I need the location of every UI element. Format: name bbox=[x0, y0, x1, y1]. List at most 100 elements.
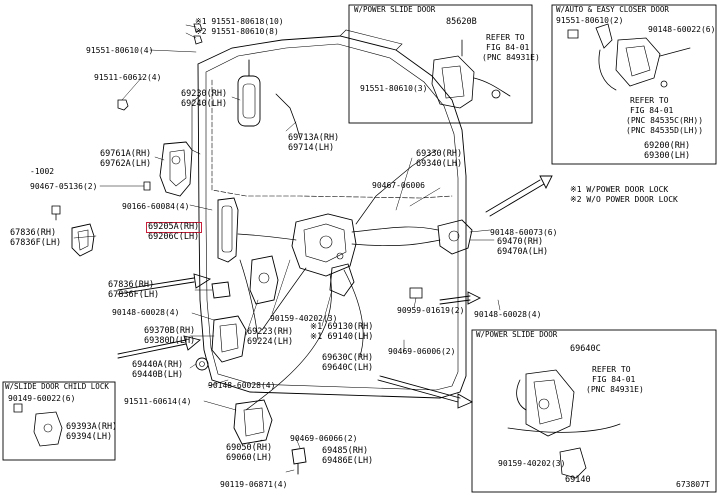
label-n11a: 67836(RH) bbox=[10, 228, 57, 238]
label-n5a: 69230(RH) bbox=[181, 89, 228, 99]
label-n32a: 69485(RH) bbox=[322, 446, 369, 456]
label-n17: 90148-60028(4) bbox=[474, 310, 542, 319]
inset-slide-top-ref3: (PNC 84931E) bbox=[482, 53, 540, 62]
inside-handle-cover bbox=[159, 141, 193, 197]
label-n9: 90467-05136(2) bbox=[30, 182, 98, 191]
inset-child-lock-drawing bbox=[13, 403, 63, 447]
inset-slide-top-bolt: 91551-80610(3) bbox=[360, 84, 428, 93]
label-n23b: 69380D(LH) bbox=[144, 336, 196, 346]
label-n16b: 69470A(LH) bbox=[497, 247, 549, 257]
inset-closer-bolt1: 91551-80610(2) bbox=[556, 16, 624, 25]
inset-slide-bottom-ref3: (PNC 84931E) bbox=[586, 385, 644, 394]
door-outline bbox=[191, 29, 467, 399]
lower-lock-69050 bbox=[233, 399, 273, 445]
inset-slide-top-ref2: FIG 84-01 bbox=[486, 43, 530, 52]
label-n31a: 69050(RH) bbox=[226, 443, 273, 453]
label-n1: ※1 91551-80618(10) bbox=[195, 17, 284, 26]
inset-child-lock-title: W/SLIDE DOOR CHILD LOCK bbox=[5, 382, 109, 391]
lock-69223 bbox=[249, 255, 279, 305]
label-n26a: 69630C(RH) bbox=[322, 353, 374, 363]
inset-slide-bottom-ref2: FIG 84-01 bbox=[592, 375, 636, 384]
label-n24b: 69224(LH) bbox=[247, 337, 294, 347]
inset-closer-title: W/AUTO & EASY CLOSER DOOR bbox=[556, 5, 669, 14]
label-n23a: 69370B(RH) bbox=[144, 326, 196, 336]
label-n11b: 67836F(LH) bbox=[10, 238, 62, 248]
label-n24a: 69223(RH) bbox=[247, 327, 294, 337]
inset-closer-bolt2: 90148-60022(6) bbox=[648, 25, 716, 34]
label-n21b: ※1 69140(LH) bbox=[310, 332, 374, 342]
label-n26b: 69640C(LH) bbox=[322, 363, 374, 373]
label-n4: 91511-60612(4) bbox=[94, 73, 162, 82]
inset-closer-ref3: (PNC 84535C(RH)) bbox=[626, 116, 704, 125]
door-lock-remote bbox=[291, 213, 357, 277]
label-n3: 91551-80610(4) bbox=[86, 46, 154, 55]
direction-arrows bbox=[117, 175, 553, 409]
inset-slide-bottom-ref1: REFER TO bbox=[592, 365, 631, 374]
label-n31b: 69060(LH) bbox=[226, 453, 273, 463]
inset-closer-pb: 69300(LH) bbox=[644, 151, 691, 161]
outside-handle bbox=[237, 59, 261, 127]
label-n22: 90959-01619(2) bbox=[397, 306, 465, 315]
label-n35b: 69394(LH) bbox=[66, 432, 113, 442]
door-lock-rear bbox=[437, 219, 473, 255]
label-n16a: 69470(RH) bbox=[497, 237, 544, 247]
label-n20: 90159-40202(3) bbox=[270, 314, 338, 323]
inset-slide-bottom-part: 69640C bbox=[570, 344, 601, 354]
hinge-69440 bbox=[195, 357, 209, 371]
note-1: ※1 W/POWER DOOR LOCK bbox=[570, 185, 669, 194]
figure-code: 673807T bbox=[676, 480, 710, 489]
label-n19: 90148-60028(4) bbox=[112, 308, 180, 317]
inset-closer-ref1: REFER TO bbox=[630, 96, 669, 105]
inset-slide-top-ref1: REFER TO bbox=[486, 33, 525, 42]
inset-closer-pa: 69200(RH) bbox=[644, 141, 691, 151]
label-n35a: 69393A(RH) bbox=[66, 422, 118, 432]
note-2: ※2 W/O POWER DOOR LOCK bbox=[570, 195, 678, 204]
label-n15: 90148-60073(6) bbox=[490, 228, 558, 237]
label-n5b: 69240(LH) bbox=[181, 99, 228, 109]
label-n6b: 69714(LH) bbox=[288, 143, 335, 153]
inset-slide-top-part: 85620B bbox=[446, 17, 477, 27]
label-n33: 90119-06871(4) bbox=[220, 480, 288, 489]
striker-69485 bbox=[291, 447, 307, 475]
clip-90959 bbox=[409, 287, 423, 299]
label-n32b: 69486E(LH) bbox=[322, 456, 374, 466]
label-n27a: 69440A(RH) bbox=[132, 360, 184, 370]
leader-lines bbox=[73, 24, 501, 473]
label-n28: 90148-60028(4) bbox=[208, 381, 276, 390]
handle-rod bbox=[275, 93, 301, 139]
control-cables bbox=[237, 149, 441, 411]
inset-closer-ref2: FIG 84-01 bbox=[630, 106, 674, 115]
label-n12a-highlighted[interactable]: 69205A(RH) bbox=[146, 222, 203, 233]
inset-slide-bottom-bolt: 90159-40202(3) bbox=[498, 459, 566, 468]
label-n13a: 69330(RH) bbox=[416, 149, 463, 159]
inset-slide-top-title: W/POWER SLIDE DOOR bbox=[354, 5, 436, 14]
label-n18b: 67836F(LH) bbox=[108, 290, 160, 300]
label-n6a: 69713A(RH) bbox=[288, 133, 340, 143]
label-n14: 90467-06006 bbox=[372, 181, 425, 190]
handle-67836-lower bbox=[211, 281, 231, 299]
label-n30: 90469-06066(2) bbox=[290, 434, 358, 443]
label-n10: 90166-60084(4) bbox=[122, 202, 190, 211]
label-n7a: 69761A(RH) bbox=[100, 149, 152, 159]
label-n27b: 69440B(LH) bbox=[132, 370, 184, 380]
label-n12b: 69206C(LH) bbox=[148, 232, 200, 242]
label-n18a: 67836(RH) bbox=[108, 280, 155, 290]
rear-lock bbox=[217, 197, 239, 263]
label-n29: 91511-60614(4) bbox=[124, 397, 192, 406]
label-n21a: ※1 69130(RH) bbox=[310, 322, 374, 332]
inset-frames bbox=[2, 4, 717, 493]
inset-slide-bottom-drawing bbox=[507, 369, 621, 479]
label-n7b: 69762A(LH) bbox=[100, 159, 152, 169]
inset-slide-bottom-title: W/POWER SLIDE DOOR bbox=[476, 330, 558, 339]
lower-lock-actuator bbox=[211, 315, 247, 363]
label-n34: 90149-60022(6) bbox=[8, 394, 76, 403]
inset-slide-bottom-part2: 69140 bbox=[565, 475, 591, 485]
label-n25: 90469-06006(2) bbox=[388, 347, 456, 356]
inset-slide-top-drawing bbox=[431, 39, 511, 109]
label-n2: ※2 91551-80610(8) bbox=[195, 27, 279, 36]
lock-actuator-69130 bbox=[329, 263, 355, 297]
door-handle-67836 bbox=[71, 223, 95, 257]
label-n13b: 69340(LH) bbox=[416, 159, 463, 169]
